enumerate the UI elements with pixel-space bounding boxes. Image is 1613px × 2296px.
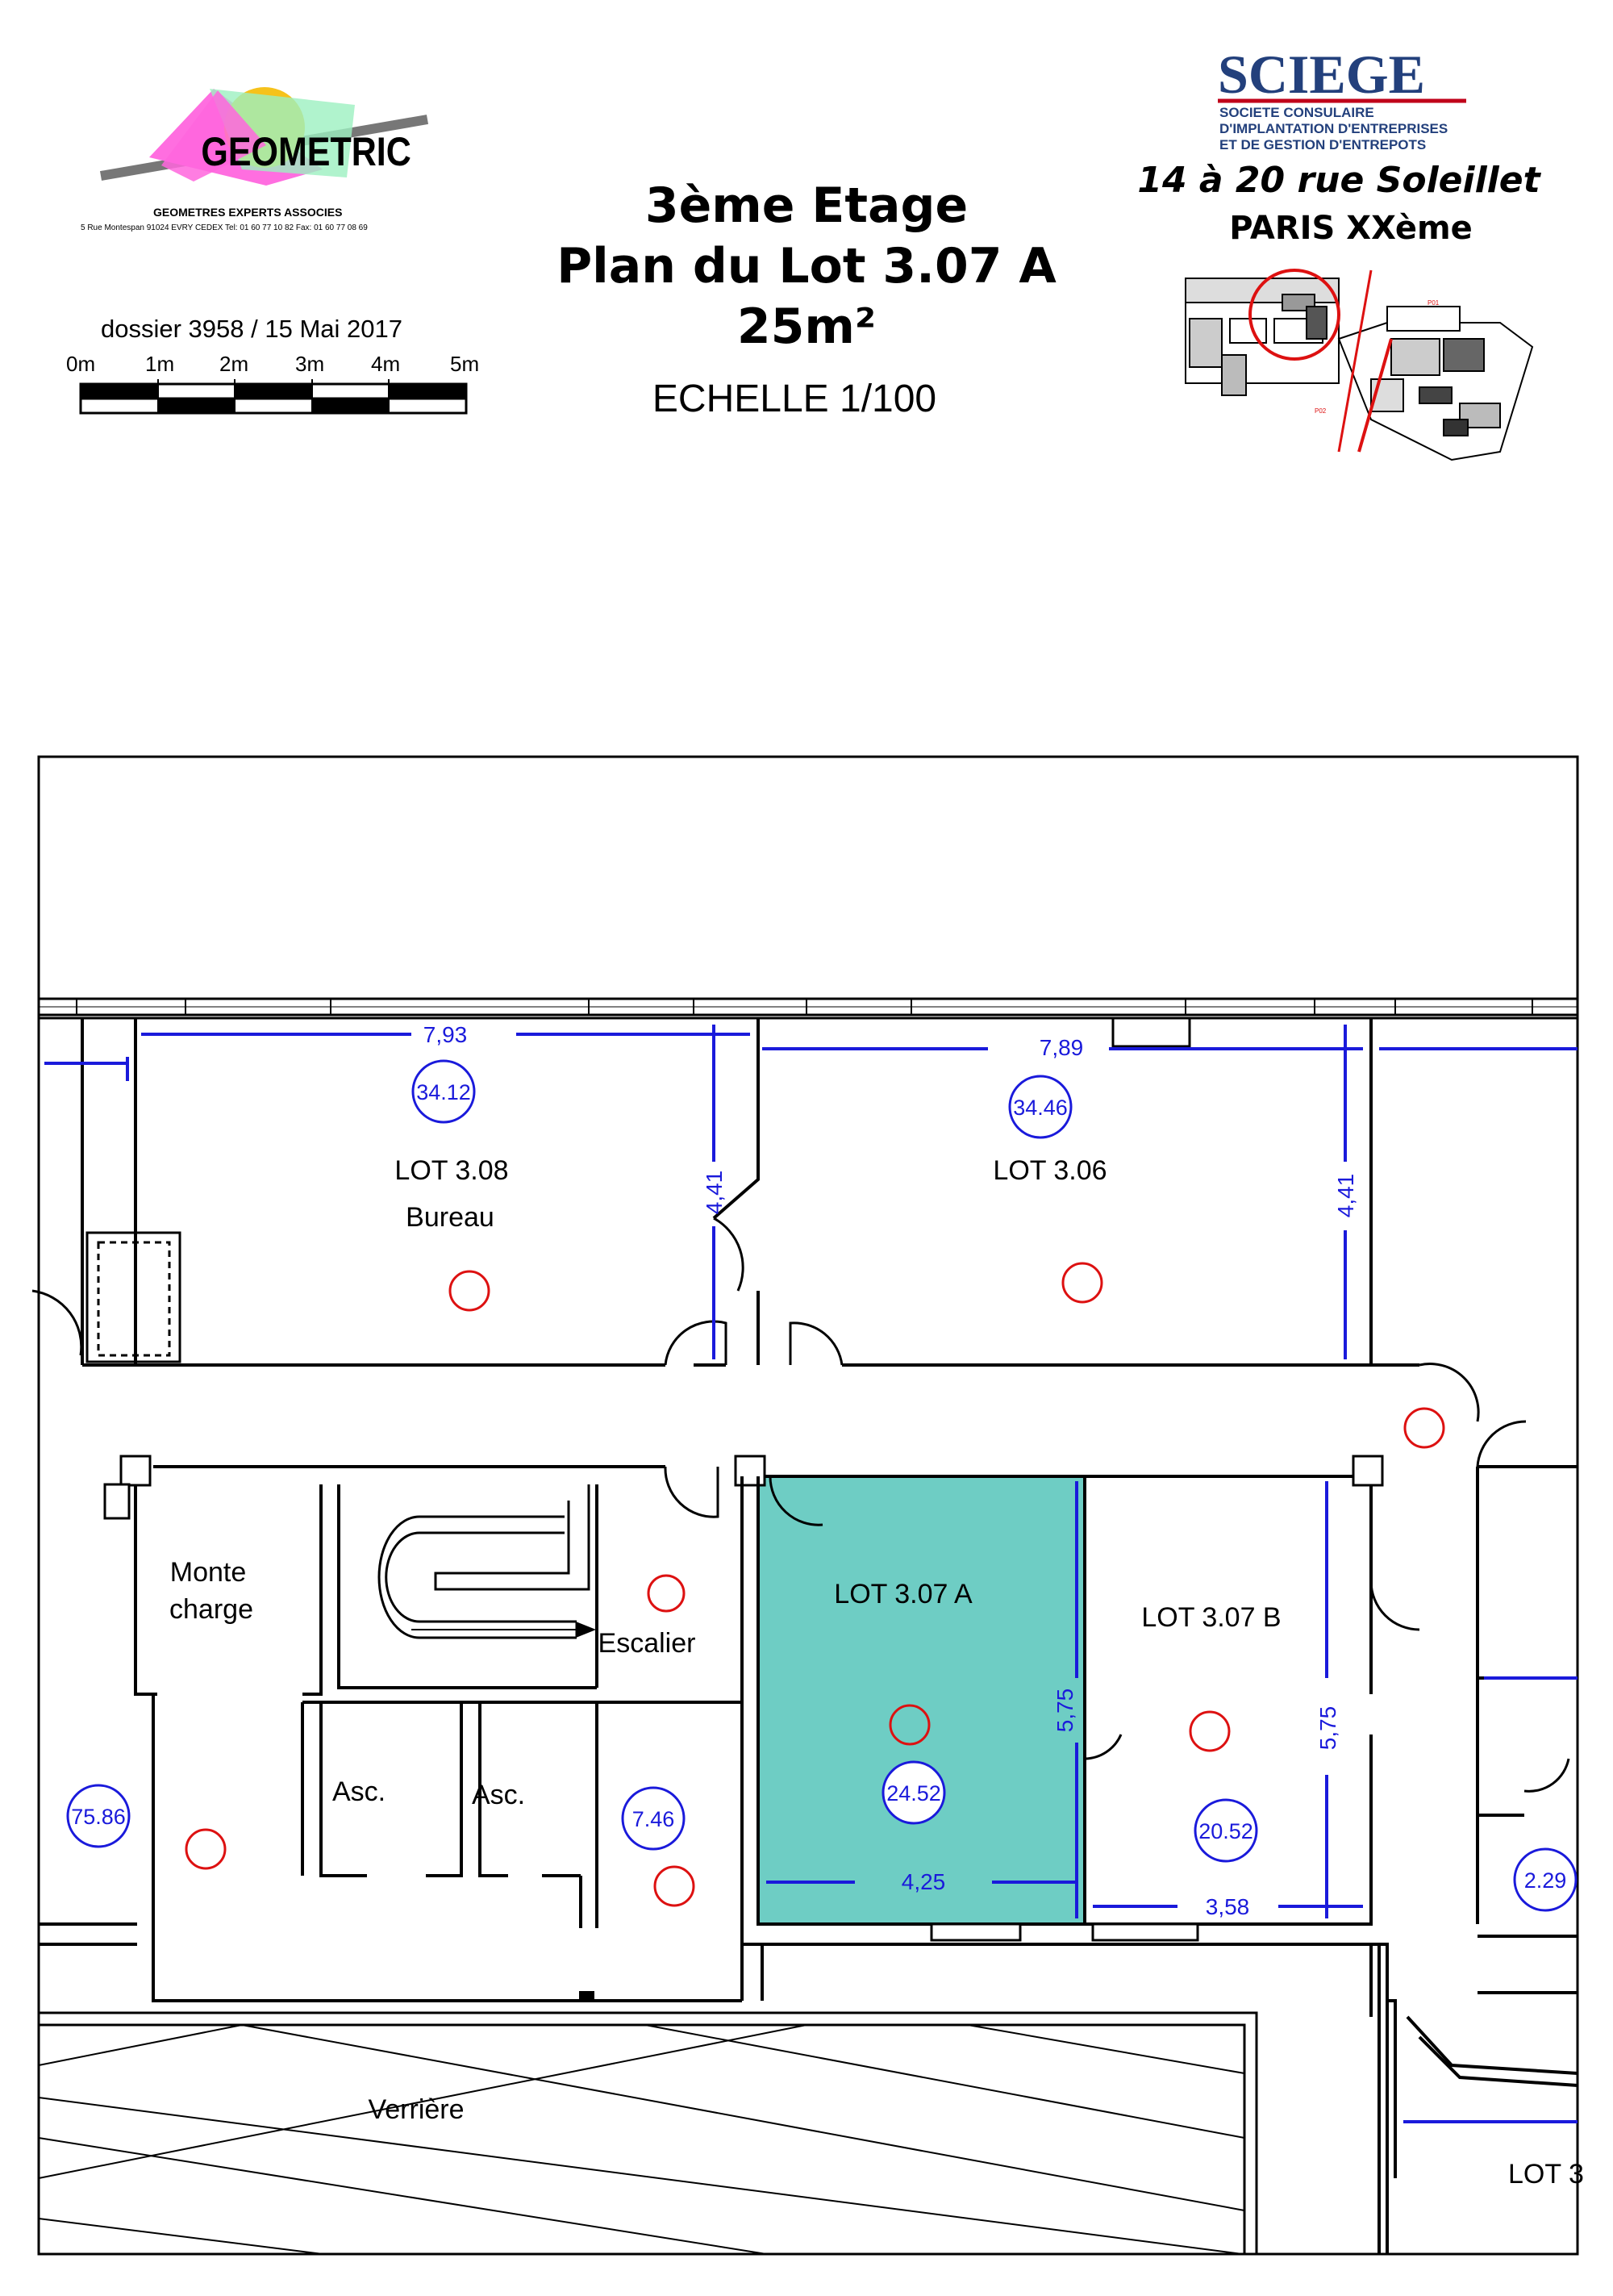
label-bureau: Bureau [406,1202,494,1233]
room-lot-306 [756,1018,1419,1367]
geometric-subtitle: GEOMETRES EXPERTS ASSOCIES [153,206,342,219]
scale-bar: 0m 1m 2m 3m 4m 5m [66,352,479,415]
lot-307-windows [930,1922,1199,1942]
dim-width-308: 7,93 [423,1022,468,1047]
verriere-skylight [37,2011,1258,2256]
area-lot-308: 34.12 [416,1080,471,1104]
corridor-walls [153,1465,1578,1581]
left-niche [85,1231,181,1363]
scale-tick-1: 1m [145,352,174,376]
scale-tick-5: 5m [450,352,479,376]
dimension-lines [44,1025,1578,2123]
label-monte-1: Monte [170,1557,247,1588]
label-escalier: Escalier [598,1628,696,1659]
dim-height-307b: 5,75 [1315,1706,1340,1751]
lower-walls [39,1922,1578,2254]
title-floor: 3ème Etage [645,177,968,234]
facade-wall [39,997,1578,1017]
area-circles [66,1059,1578,1912]
sciege-line-1: SOCIETE CONSULAIRE [1219,105,1374,120]
label-lot-307a: LOT 3.07 A [834,1579,973,1609]
dossier-text: dossier 3958 / 15 Mai 2017 [101,315,402,343]
scale-tick-2: 2m [219,352,248,376]
dim-height-308: 4,41 [702,1171,727,1215]
elevator-shafts [152,1476,744,2002]
area-lot-306: 34.46 [1013,1096,1068,1120]
dim-width-307a: 4,25 [902,1869,946,1894]
sciege-line-2: D'IMPLANTATION D'ENTREPRISES [1219,121,1448,136]
label-lot-partial: LOT 3 [1508,2159,1584,2190]
area-room-746: 7.46 [632,1807,675,1831]
stair-symbol [377,1484,597,1639]
lot-307a-highlight [758,1476,1085,1924]
pillars [103,1455,1384,1520]
area-right: 2.29 [1524,1868,1567,1893]
scale-tick-0: 0m [66,352,95,376]
dim-width-307b: 3,58 [1206,1894,1250,1919]
dim-width-306: 7,89 [1040,1035,1084,1060]
title-area: 25m² [737,298,876,355]
label-lot-307b: LOT 3.07 B [1141,1602,1281,1633]
dim-height-306: 4,41 [1333,1174,1358,1218]
sciege-line-3: ET DE GESTION D'ENTREPOTS [1219,137,1426,152]
geometric-logo: GEOMETRIC GEOMETRES EXPERTS ASSOCIES 5 R… [81,87,429,232]
geometric-address: 5 Rue Montespan 91024 EVRY CEDEX Tel: 01… [81,223,368,232]
label-verriere: Verrière [368,2094,464,2125]
geometric-logo-text: GEOMETRIC [201,129,411,174]
area-lot-307b: 20.52 [1198,1819,1253,1843]
svg-text:P02: P02 [1315,407,1327,415]
label-asc-1: Asc. [332,1776,386,1807]
area-lot-307a: 24.52 [886,1781,941,1805]
sciege-logo-text: SCIEGE [1218,44,1425,105]
label-asc-2: Asc. [472,1780,525,1810]
label-lot-308: LOT 3.08 [394,1155,508,1186]
svg-text:P01: P01 [1428,299,1440,307]
address-street: 14 à 20 rue Soleillet [1137,160,1541,201]
lot-306-wall-box [1111,1017,1191,1048]
label-monte-2: charge [169,1594,253,1625]
dim-height-307a: 5,75 [1052,1689,1077,1733]
scale-tick-3: 3m [295,352,324,376]
title-plan: Plan du Lot 3.07 A [556,238,1057,294]
room-lot-307 [756,1476,1578,1994]
area-left: 75.86 [71,1805,126,1829]
label-lot-306: LOT 3.06 [993,1155,1107,1186]
room-monte-charge [134,1484,598,1696]
key-map-thumbnail: P01 P02 [1185,269,1534,461]
height-stamps [185,1262,1445,1907]
scale-tick-4: 4m [371,352,400,376]
sciege-logo: SCIEGE SOCIETE CONSULAIRE D'IMPLANTATION… [1218,44,1466,152]
scale-text: ECHELLE 1/100 [652,378,936,420]
address-city: PARIS XXème [1229,210,1473,247]
